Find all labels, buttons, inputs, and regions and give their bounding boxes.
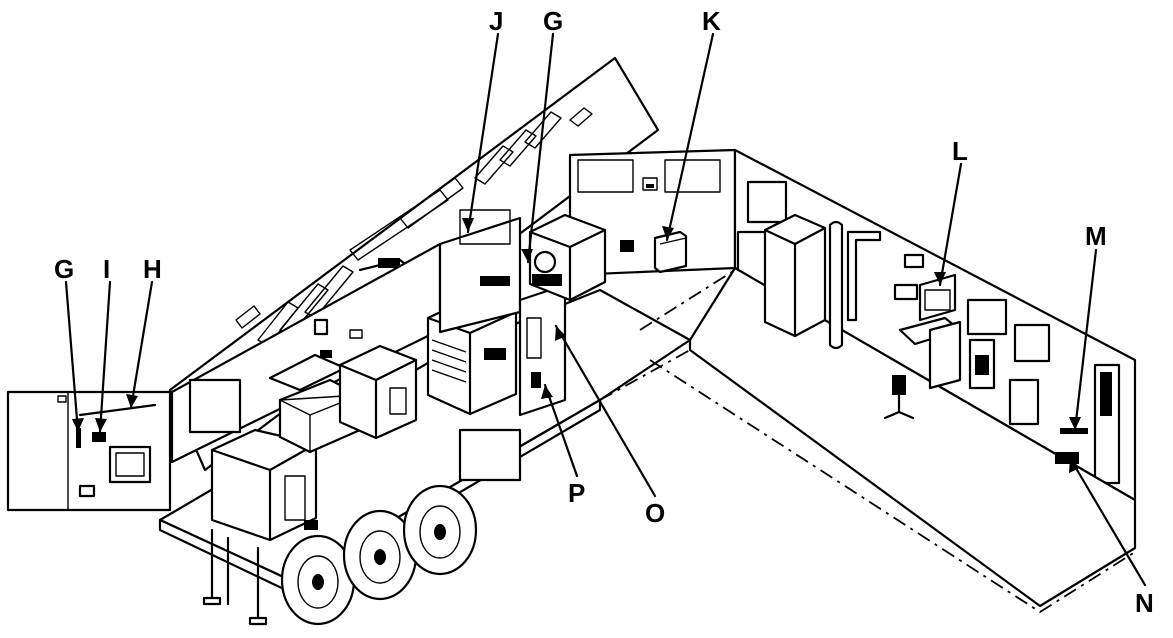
callout-labels: J G K L M G I H P O N xyxy=(54,6,1154,618)
equipment-crate xyxy=(210,428,318,542)
callout-h: H xyxy=(143,254,162,284)
wall-fixture xyxy=(968,338,1112,464)
callout-g-left: G xyxy=(54,254,74,284)
callout-m: M xyxy=(1085,221,1107,251)
small-unit-k xyxy=(653,230,688,274)
wheel-3 xyxy=(402,484,478,576)
landing-gear xyxy=(202,528,268,626)
callout-k: K xyxy=(702,6,721,36)
axle-box xyxy=(458,428,522,482)
callout-i: I xyxy=(103,254,110,284)
front-end-panel xyxy=(6,390,172,512)
desk-monitor xyxy=(883,273,962,420)
callout-p: P xyxy=(568,478,585,508)
upper-equipment xyxy=(459,209,634,302)
callout-l: L xyxy=(952,136,968,166)
right-floor xyxy=(599,266,1137,614)
wheel-2 xyxy=(342,509,418,601)
callout-g-top: G xyxy=(543,6,563,36)
left-wall xyxy=(170,242,442,464)
wheel-1 xyxy=(280,534,356,626)
callout-n: N xyxy=(1135,588,1154,618)
callout-o: O xyxy=(645,498,665,528)
tall-cabinet xyxy=(763,213,882,350)
callout-leaders xyxy=(64,32,1147,587)
cabinet xyxy=(338,344,418,440)
partition-panel xyxy=(438,216,567,417)
callout-j: J xyxy=(489,6,503,36)
